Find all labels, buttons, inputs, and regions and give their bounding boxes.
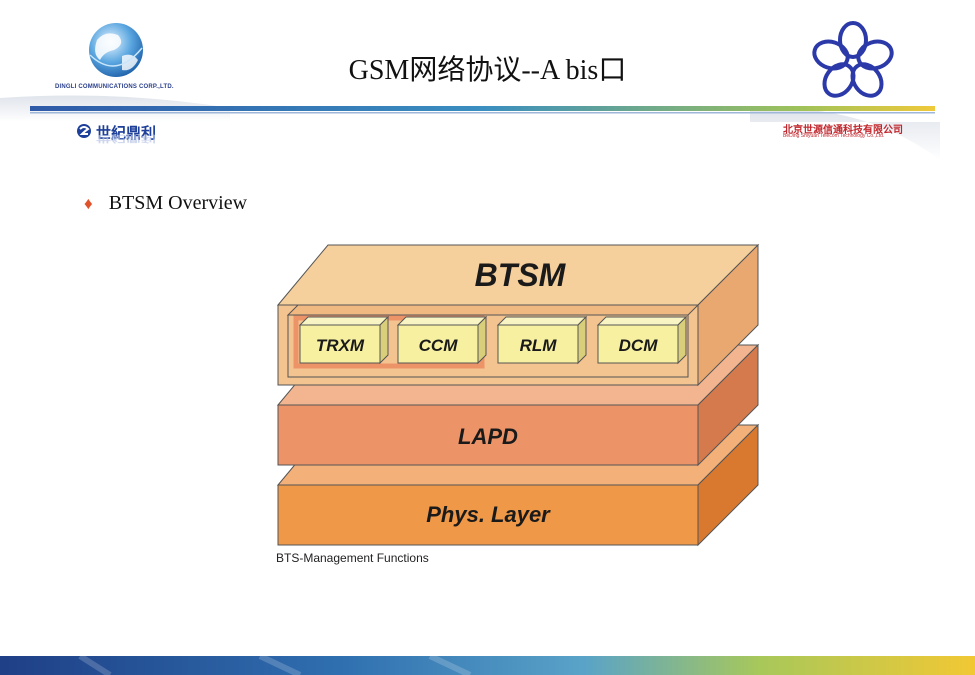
layer-label-phys: Phys. Layer — [426, 502, 551, 527]
footer-band — [0, 656, 975, 675]
layer-label-lapd: LAPD — [458, 424, 518, 449]
module-label-ccm: CCM — [419, 336, 459, 355]
module-trxm — [298, 315, 390, 365]
left-brand — [76, 123, 92, 144]
brand-name-reflection: 世紀鼎利 — [96, 133, 157, 144]
right-company-name-cn: 北京世源信通科技有限公司 — [783, 125, 903, 136]
module-label-dcm: DCM — [619, 336, 659, 355]
page-title: GSM网络协议--A bis口 — [348, 55, 627, 86]
left-company-name: DINGLI COMMUNICATIONS CORP.,LTD. — [55, 84, 174, 90]
btsm-stack-diagram: Phys. Layer LAPD BTSM TRXM CCM RLM — [276, 243, 760, 547]
brand-name-cn: 世紀鼎利 — [96, 124, 157, 142]
flower-ring-icon — [812, 21, 894, 98]
module-ccm — [396, 315, 488, 365]
module-label-rlm: RLM — [520, 336, 558, 355]
brand-mark-icon — [77, 124, 91, 138]
diagram-caption: BTS-Management Functions — [276, 551, 429, 565]
right-company-name-en: BeiJing Shiyuan Telecom Technology Co.,L… — [783, 133, 885, 139]
bullet-text: BTSM Overview — [108, 192, 248, 214]
layer-label-btsm: BTSM — [475, 257, 567, 293]
module-rlm — [496, 315, 588, 365]
diamond-bullet-icon: ♦ — [84, 194, 93, 213]
globe-icon — [89, 23, 143, 77]
module-dcm — [596, 315, 688, 365]
header-band — [0, 21, 940, 160]
module-label-trxm: TRXM — [316, 336, 365, 355]
bullet-item: ♦ BTSM Overview — [84, 192, 247, 215]
